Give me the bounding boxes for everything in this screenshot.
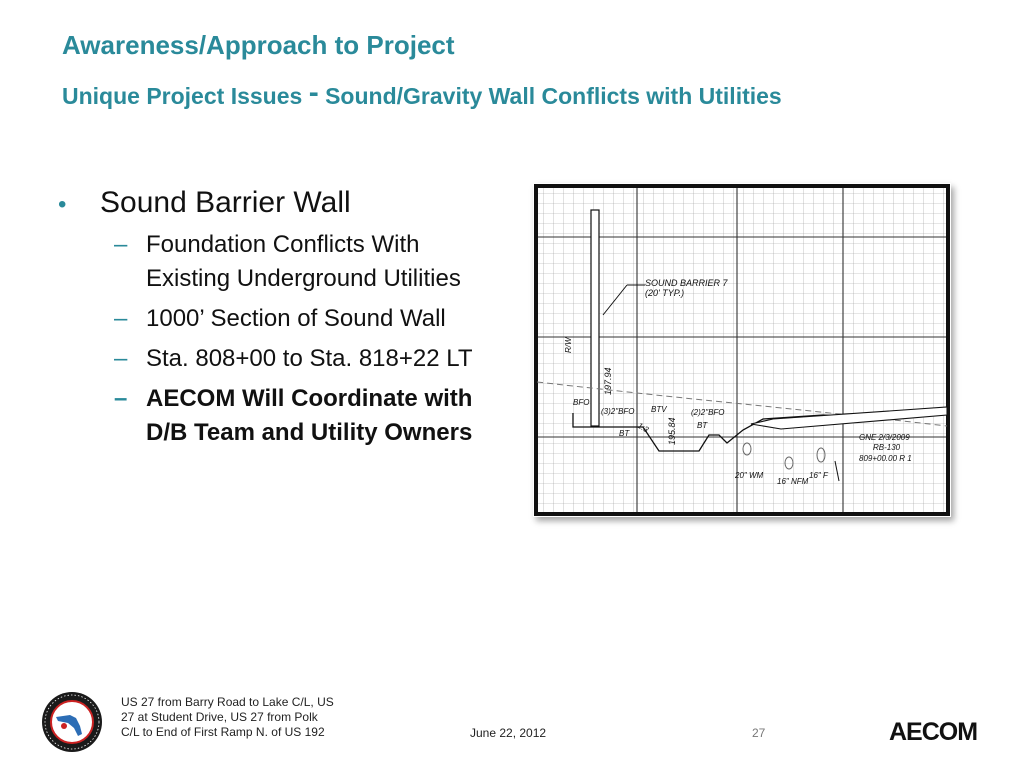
footer-project-text: US 27 from Barry Road to Lake C/L, US 27… — [121, 695, 334, 739]
cross-section-drawing: SOUND BARRIER 7 (20' TYP.) R/W 197.94 19… — [533, 183, 951, 517]
label-bfo-2: (2)2"BFO — [691, 408, 725, 417]
sub-bullet-text: Foundation Conflicts With Existing Under… — [146, 231, 461, 292]
ground-profile — [572, 411, 948, 452]
label-typ: (20' TYP.) — [645, 288, 684, 298]
leader-line — [602, 284, 628, 316]
sub-bullet: –Foundation Conflicts With Existing Unde… — [114, 228, 508, 296]
sub-bullet-text: Sta. 808+00 to Sta. 818+22 LT — [146, 345, 473, 372]
sound-wall — [590, 209, 600, 427]
sub-bullet-text: AECOM Will Coordinate with D/B Team and … — [146, 385, 473, 446]
label-fm: 16" F — [809, 471, 829, 480]
sub-bullet: –Sta. 808+00 to Sta. 818+22 LT — [114, 342, 508, 376]
label-elev-2: 195.84 — [667, 417, 677, 445]
label-nfm: 16" NFM — [777, 477, 809, 486]
label-bt-3: BT — [697, 421, 708, 430]
subtitle-dash: - — [308, 76, 319, 109]
label-rb: RB-130 — [873, 443, 901, 452]
sub-bullet: –AECOM Will Coordinate with D/B Team and… — [114, 382, 508, 450]
dash-icon: – — [114, 345, 128, 372]
sub-bullet: –1000’ Section of Sound Wall — [114, 302, 508, 336]
label-bt: BT — [619, 429, 630, 438]
footer-date: June 22, 2012 — [470, 726, 547, 740]
fdot-seal-logo — [42, 692, 102, 752]
slide-title: Awareness/Approach to Project — [62, 30, 455, 60]
dash-icon: – — [114, 231, 128, 258]
label-elev-1: 197.94 — [603, 367, 613, 395]
road-slab — [750, 406, 948, 430]
label-gne: GNE 2/3/2009 — [859, 433, 910, 442]
label-sound-barrier: SOUND BARRIER 7 — [645, 278, 729, 288]
slide-subtitle: Unique Project Issues - Sound/Gravity Wa… — [62, 76, 782, 112]
bullet-list: • Sound Barrier Wall –Foundation Conflic… — [58, 186, 508, 456]
main-bullet: • Sound Barrier Wall — [58, 186, 508, 220]
label-sta: 809+00.00 R 1 — [859, 454, 912, 463]
label-bfo-3: (3)2"BFO — [601, 407, 635, 416]
sub-bullet-list: –Foundation Conflicts With Existing Unde… — [58, 228, 508, 450]
drawing-labels: SOUND BARRIER 7 (20' TYP.) R/W 197.94 19… — [564, 278, 912, 486]
subtitle-right: Sound/Gravity Wall Conflicts with Utilit… — [325, 83, 782, 109]
label-bfo: BFO — [573, 398, 589, 407]
subtitle-left: Unique Project Issues — [62, 83, 303, 109]
main-bullet-text: Sound Barrier Wall — [100, 186, 351, 219]
utility-circles — [742, 442, 826, 470]
dash-icon: – — [114, 385, 128, 412]
major-grid — [537, 187, 947, 513]
label-rw: R/W — [564, 336, 573, 353]
sub-bullet-text: 1000’ Section of Sound Wall — [146, 305, 446, 332]
page-number: 27 — [752, 726, 766, 740]
dash-icon: – — [114, 305, 128, 332]
label-wm: 20" WM — [734, 471, 764, 480]
aecom-logo: AECOM — [889, 718, 978, 746]
bullet-dot-icon: • — [58, 191, 67, 218]
label-btv: BTV — [651, 405, 667, 414]
